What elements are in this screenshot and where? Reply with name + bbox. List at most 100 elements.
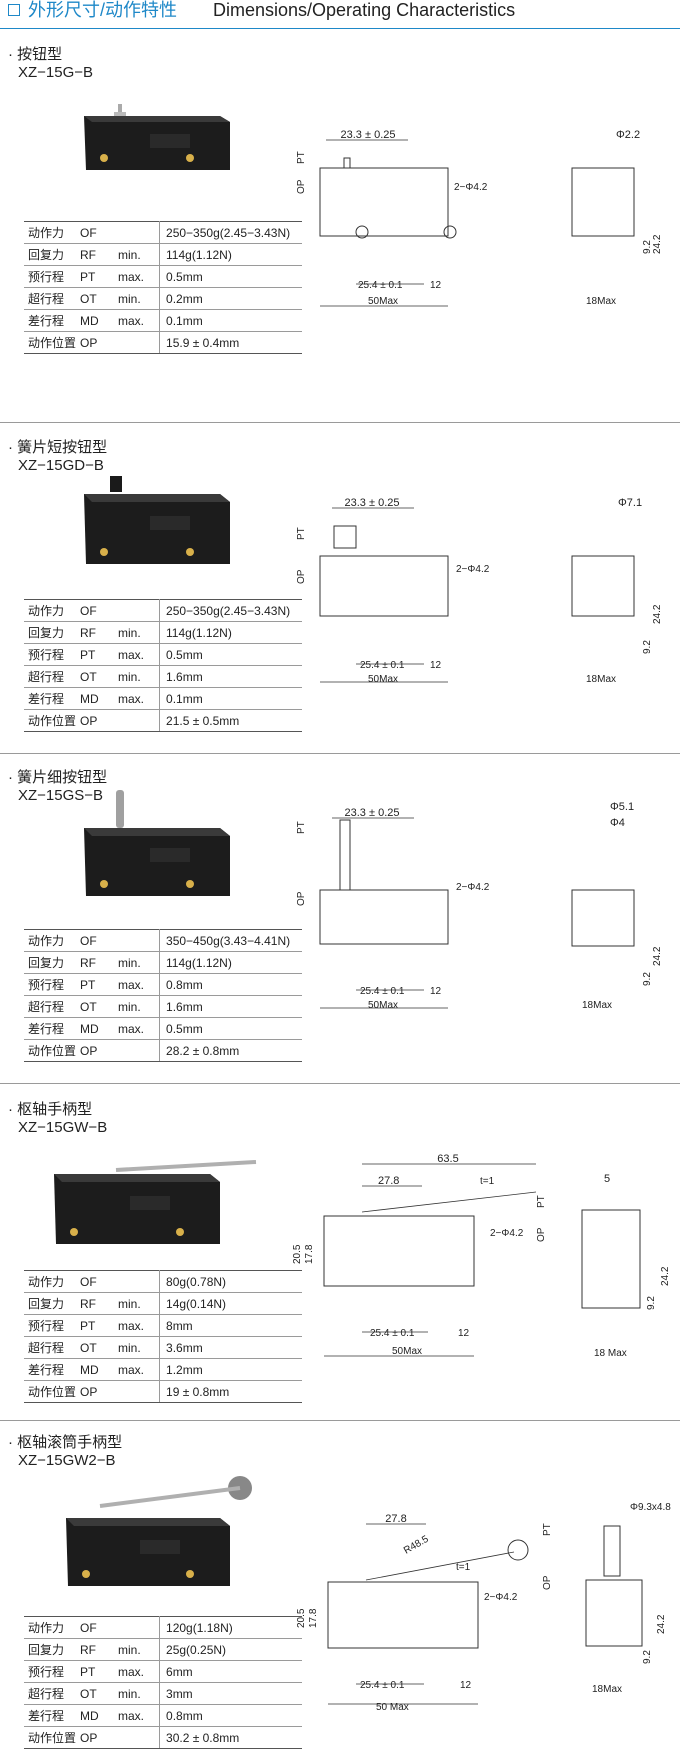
h242-label: 24.2 xyxy=(652,604,663,624)
twelve-label: 12 xyxy=(430,660,442,671)
dim-side2: Φ4 xyxy=(610,817,625,829)
op-label: OP xyxy=(296,179,307,194)
dim-top2: 27.8 xyxy=(385,1513,406,1525)
width-label: 50Max xyxy=(392,1346,422,1357)
front-view-drawing: 23.3 ± 0.25 OP PT 2−Φ4.2 25.4 ± 0.1 12 5… xyxy=(296,129,488,307)
product-model: XZ−15GS−B xyxy=(18,787,104,804)
product-name: · 簧片细按钮型 xyxy=(8,769,108,786)
product-name: · 枢轴滚筒手柄型 xyxy=(8,1434,123,1451)
width-label: 18 Max xyxy=(594,1348,627,1359)
side-view-drawing: Φ9.3x4.8 24.2 9.2 18Max xyxy=(585,1502,671,1695)
hole-label: 2−Φ4.2 xyxy=(454,182,488,193)
h178-label: 17.8 xyxy=(308,1608,319,1628)
pitch-label: 25.4 ± 0.1 xyxy=(360,986,405,997)
width-label: 18Max xyxy=(586,296,616,307)
dim-side: Φ5.1 xyxy=(610,801,634,813)
front-view-drawing: 23.3 ± 0.25 OP PT 2−Φ4.2 25.4 ± 0.1 12 5… xyxy=(296,807,490,1011)
product-model: XZ−15G−B xyxy=(18,64,94,81)
side-view-drawing: Φ2.2 24.2 9.2 18Max xyxy=(571,129,663,307)
pt-label: PT xyxy=(296,151,307,164)
pt-label: PT xyxy=(296,527,307,540)
width-label: 50Max xyxy=(368,296,398,307)
twelve-label: 12 xyxy=(430,280,442,291)
front-view-drawing: 23.3 ± 0.25 OP PT 2−Φ4.2 25.4 ± 0.1 12 5… xyxy=(296,497,490,685)
h205-label: 20.5 xyxy=(296,1608,307,1628)
side-view-drawing: Φ5.1 Φ4 24.2 9.2 18Max xyxy=(571,801,663,1011)
product-photo xyxy=(66,1476,252,1586)
section-divider xyxy=(0,753,680,754)
lever-label: t=1 xyxy=(480,1176,495,1187)
h92-label: 9.2 xyxy=(642,640,653,654)
pitch-label: 25.4 ± 0.1 xyxy=(360,660,405,671)
header-rule xyxy=(0,28,680,29)
h242-label: 24.2 xyxy=(652,234,663,254)
dim-side: Φ2.2 xyxy=(616,129,640,141)
op-label: OP xyxy=(536,1227,547,1242)
product-photo xyxy=(84,476,230,564)
product-photo xyxy=(84,790,230,896)
product-name: · 枢轴手柄型 xyxy=(8,1101,93,1118)
hole-label: 2−Φ4.2 xyxy=(456,882,490,893)
side-view-drawing: Φ7.1 24.2 9.2 18Max xyxy=(571,497,663,685)
h242-label: 24.2 xyxy=(652,946,663,966)
pt-label: PT xyxy=(296,821,307,834)
page-header: 外形尺寸/动作特性 Dimensions/Operating Character… xyxy=(0,0,680,26)
hole-label: 2−Φ4.2 xyxy=(484,1592,518,1603)
width-label: 18Max xyxy=(582,1000,612,1011)
product-photo xyxy=(84,104,230,170)
h92-label: 9.2 xyxy=(646,1296,657,1310)
product-model: XZ−15GW−B xyxy=(18,1119,108,1136)
h242-label: 24.2 xyxy=(660,1266,671,1286)
radius-label: R48.5 xyxy=(402,1534,431,1557)
product-photo xyxy=(54,1160,257,1244)
section-divider xyxy=(0,422,680,423)
lever-label: t=1 xyxy=(456,1562,471,1573)
pitch-label: 25.4 ± 0.1 xyxy=(358,280,403,291)
dim-side: Φ9.3x4.8 xyxy=(630,1502,671,1513)
product-model: XZ−15GD−B xyxy=(18,457,104,474)
hole-label: 2−Φ4.2 xyxy=(456,564,490,575)
twelve-label: 12 xyxy=(430,986,442,997)
pt-label: PT xyxy=(536,1195,547,1208)
op-label: OP xyxy=(296,891,307,906)
h178-label: 17.8 xyxy=(304,1244,315,1264)
h242-label: 24.2 xyxy=(656,1614,667,1634)
front-view-drawing: 27.8 R48.5 t=1 20.5 17.8 PT OP 2−Φ4.2 25… xyxy=(296,1513,553,1713)
width-label: 50Max xyxy=(368,674,398,685)
dim-top2: 27.8 xyxy=(378,1175,399,1187)
pitch-label: 25.4 ± 0.1 xyxy=(360,1680,405,1691)
width-label: 18Max xyxy=(592,1684,622,1695)
product-name: · 簧片短按钮型 xyxy=(8,439,108,456)
twelve-label: 12 xyxy=(458,1328,470,1339)
pt-label: PT xyxy=(542,1523,553,1536)
h92-label: 9.2 xyxy=(642,1650,653,1664)
